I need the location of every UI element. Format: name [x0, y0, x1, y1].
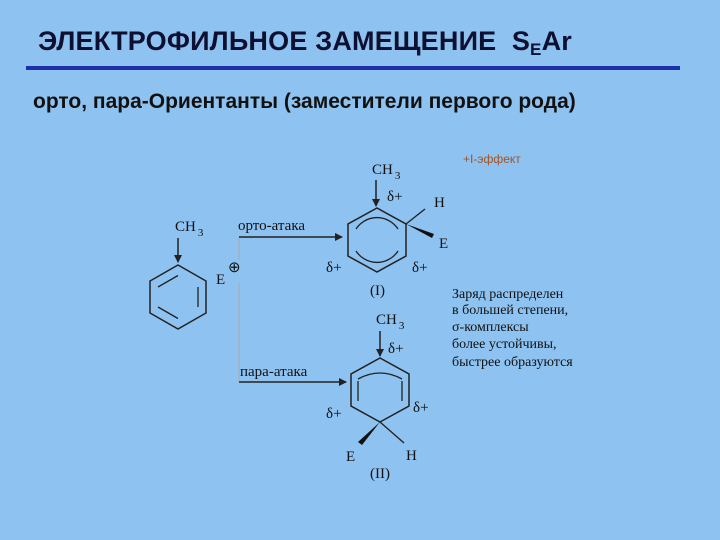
para-attack-label: пара-атака	[240, 364, 308, 380]
explanation-note: Заряд распределен в большей степени, σ-к…	[452, 287, 573, 370]
complex1-e-bond	[406, 224, 434, 238]
slide-subtitle: орто, пара-Ориентанты (заместители перво…	[33, 90, 576, 113]
complex1-delta-top: δ+	[387, 189, 403, 205]
note-line-2: в большей степени,	[452, 303, 568, 318]
note-line-4: более устойчивы,	[452, 337, 557, 352]
benzene-ring	[149, 264, 207, 330]
complex2-delta-right: δ+	[413, 400, 429, 416]
complex2-h: H	[406, 448, 417, 464]
complex1-h: H	[434, 195, 445, 211]
note-line-1: Заряд распределен	[452, 287, 564, 302]
title-sub-e: E	[530, 40, 542, 59]
complex2-delta-left: δ+	[326, 406, 342, 422]
electrophile-e: E	[216, 272, 225, 288]
slide-title: ЭЛЕКТРОФИЛЬНОЕ ЗАМЕЩЕНИЕ SEAr	[38, 26, 572, 60]
complex1-delta-left: δ+	[326, 260, 342, 276]
complex2-e-bond	[358, 422, 380, 445]
title-ar: Ar	[541, 26, 572, 56]
ortho-attack-label: орто-атака	[238, 218, 305, 234]
complex1-h-bond	[405, 208, 426, 225]
complex2-delta-top: δ+	[388, 341, 404, 357]
note-line-5: быстрее образуются	[452, 355, 573, 370]
complex1-delta-right: δ+	[412, 260, 428, 276]
reaction-arrows	[238, 233, 347, 386]
note-line-3: σ-комплексы	[452, 320, 529, 335]
title-s: S	[511, 26, 531, 56]
complex1-label: (I)	[370, 283, 385, 299]
complex2-e: E	[346, 449, 355, 465]
title-underline	[26, 66, 680, 70]
electrophile-charge: ⊕	[228, 260, 241, 276]
complex2-h-bond	[379, 421, 405, 444]
complex2-ring	[350, 357, 410, 423]
complex2-label: (II)	[370, 466, 390, 482]
effect-label: +I-эффект	[463, 152, 521, 166]
complex1-e: E	[439, 236, 448, 252]
title-text: ЭЛЕКТРОФИЛЬНОЕ ЗАМЕЩЕНИЕ	[38, 26, 497, 56]
